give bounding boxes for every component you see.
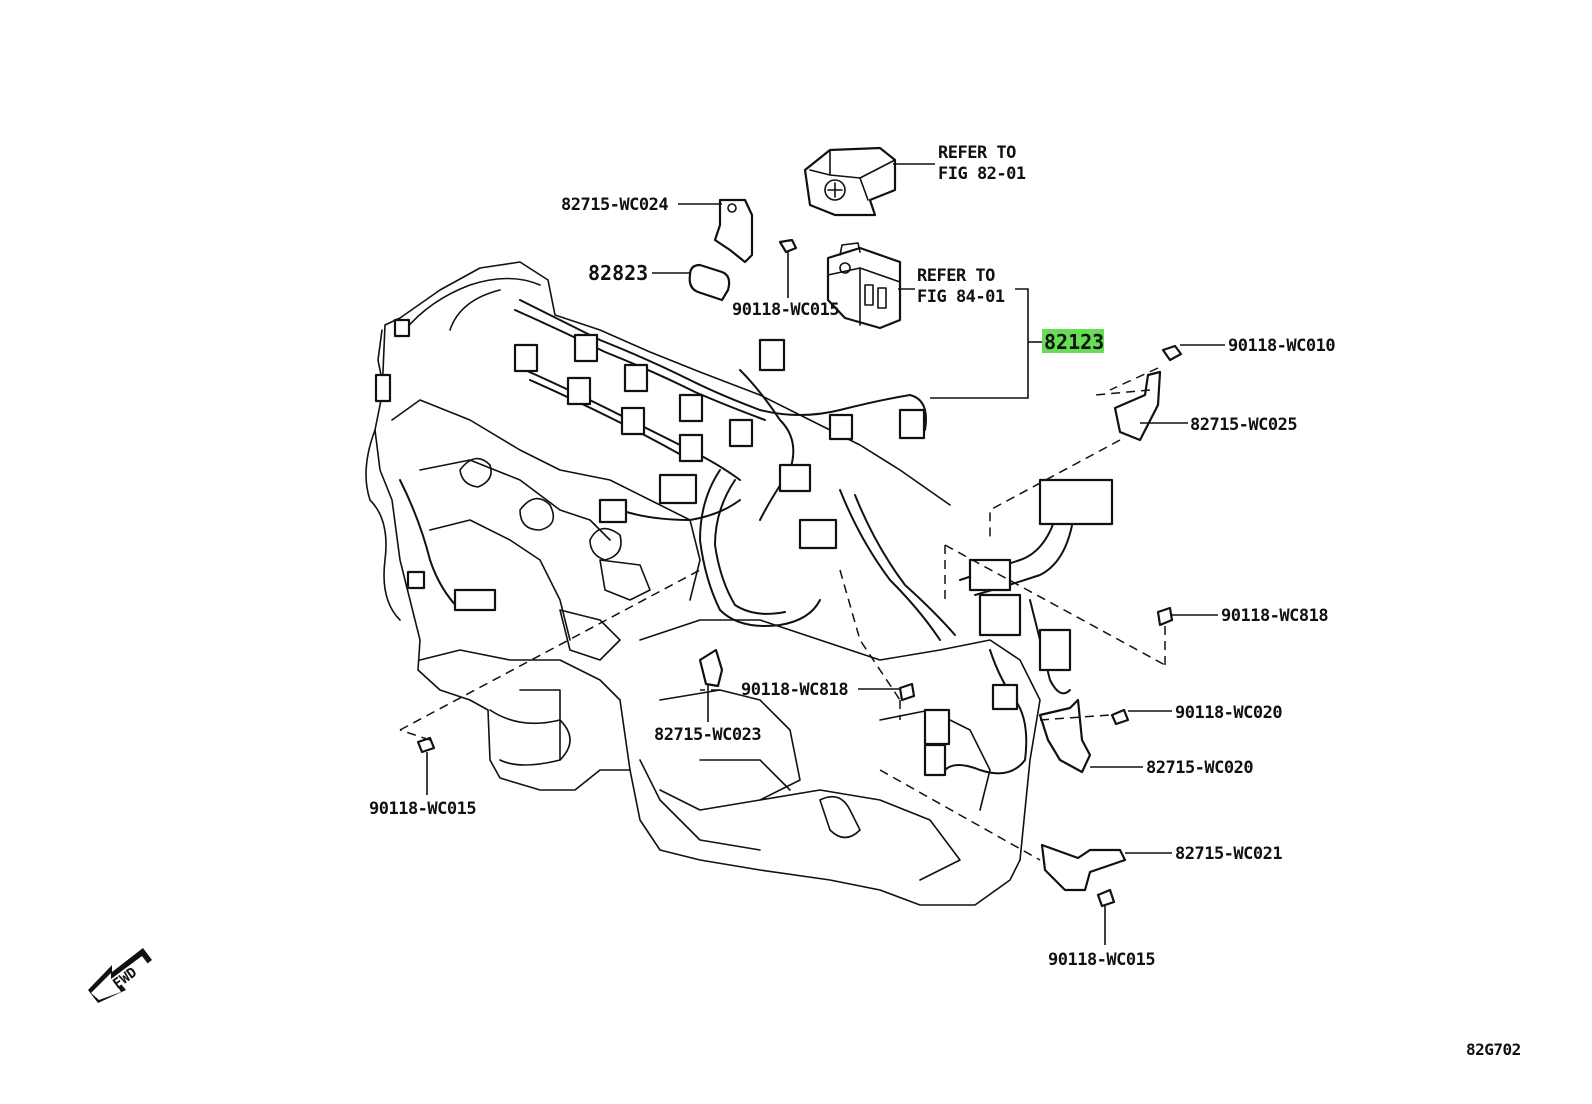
bolt-wc818-mid xyxy=(898,682,916,702)
fuse-block-part xyxy=(826,242,902,330)
label-82715-wc021: 82715-WC021 xyxy=(1175,844,1282,864)
bolt-wc015-left xyxy=(416,736,436,754)
label-90118-wc015-top: 90118-WC015 xyxy=(732,300,839,320)
label-90118-wc818-right: 90118-WC818 xyxy=(1221,606,1328,626)
label-90118-wc010: 90118-WC010 xyxy=(1228,336,1335,356)
label-82823: 82823 xyxy=(588,261,648,285)
bracket-wc021-part xyxy=(1040,843,1127,892)
label-refer-84-line1: REFER TO xyxy=(917,266,995,286)
bolt-wc818-right xyxy=(1156,606,1174,627)
bolt-wc015-bottom xyxy=(1096,888,1116,908)
bolt-wc010 xyxy=(1161,344,1183,362)
bracket-wc020-part xyxy=(1038,698,1092,774)
bolt-top xyxy=(778,238,798,254)
labels: REFER TO FIG 82-01 82715-WC024 82823 901… xyxy=(369,143,1336,970)
label-82715-wc025: 82715-WC025 xyxy=(1190,415,1297,435)
label-90118-wc020: 90118-WC020 xyxy=(1175,703,1282,723)
assembly-lines xyxy=(399,367,1166,861)
label-90118-wc818-mid: 90118-WC818 xyxy=(741,680,848,700)
label-82715-wc020: 82715-WC020 xyxy=(1146,758,1253,778)
label-82715-wc024: 82715-WC024 xyxy=(561,195,668,215)
label-90118-wc015-bottom: 90118-WC015 xyxy=(1048,950,1155,970)
diagram-code: 82G702 xyxy=(1466,1040,1521,1059)
bracket-wc023-part xyxy=(698,648,724,688)
bolt-wc020 xyxy=(1110,708,1130,726)
wire-harness xyxy=(374,299,1114,777)
bracket-wc024-part xyxy=(713,198,754,264)
label-82715-wc023: 82715-WC023 xyxy=(654,725,761,745)
engine-block xyxy=(365,261,1041,906)
highlight-82123 xyxy=(1042,329,1104,353)
leader-lines xyxy=(426,163,1225,945)
bracket-wc025-part xyxy=(1113,370,1162,442)
label-82123: 82123 xyxy=(1044,330,1104,354)
label-refer-84-line2: FIG 84-01 xyxy=(917,287,1005,307)
part-82823 xyxy=(688,263,731,302)
relay-block-part xyxy=(803,146,897,217)
label-refer-82-line2: FIG 82-01 xyxy=(938,164,1026,184)
label-90118-wc015-left: 90118-WC015 xyxy=(369,799,476,819)
fwd-arrow-icon: FWD xyxy=(88,948,152,1003)
label-refer-82-line1: REFER TO xyxy=(938,143,1016,163)
